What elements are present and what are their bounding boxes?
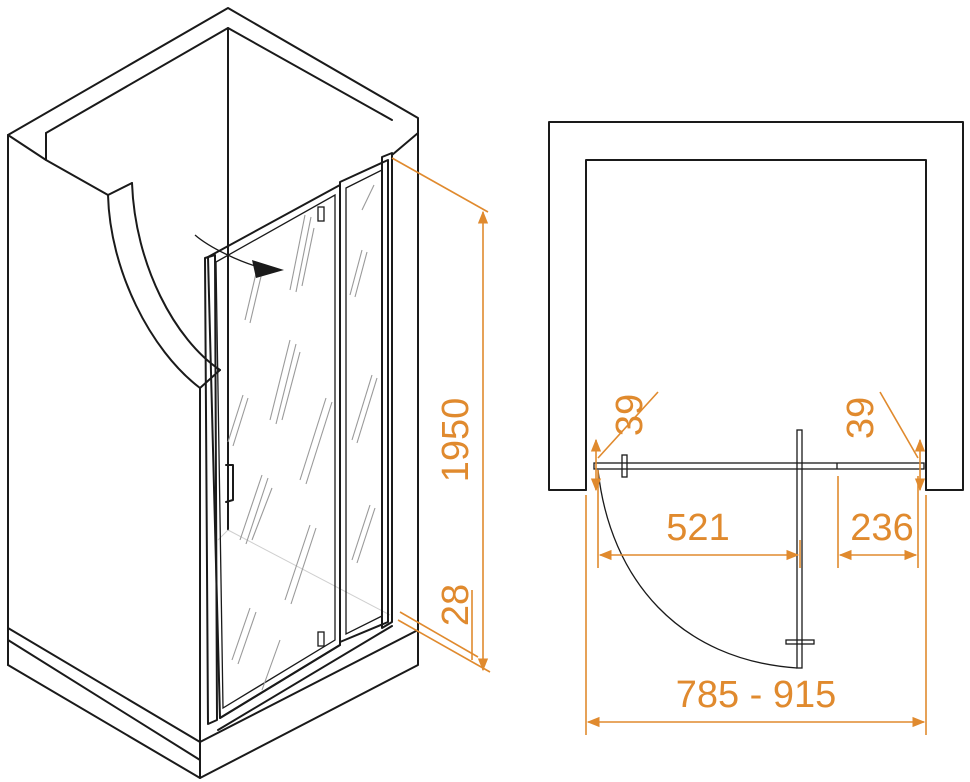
dim-fixed-panel	[837, 476, 919, 568]
base-left-bottom	[7, 664, 201, 779]
door-handle	[225, 464, 234, 503]
left-wall-face	[7, 134, 201, 761]
fixed-panel-label: 236	[850, 507, 913, 549]
dim-height	[391, 157, 491, 673]
dim-door-width	[597, 470, 801, 568]
plan-walls-outer	[548, 121, 964, 491]
left-profile	[204, 254, 218, 725]
opened-door	[796, 429, 803, 669]
left-wall-ledge	[45, 159, 109, 196]
base-bottom	[199, 629, 419, 779]
hinge-top	[317, 206, 325, 222]
door-inner	[215, 193, 336, 710]
dim-gap-right	[879, 391, 926, 492]
wall-cutaway-outer	[107, 194, 201, 389]
door-width-label: 521	[666, 507, 729, 549]
wall-top-inner	[45, 27, 393, 134]
wall-cutaway-inner	[131, 182, 221, 371]
wall-top-outline	[7, 7, 419, 156]
plan-handle	[621, 454, 628, 478]
fixed-panel-inner	[345, 168, 383, 636]
cutaway-top	[107, 182, 133, 196]
opened-door-handle	[785, 639, 815, 645]
base-plinth	[7, 627, 419, 743]
door-swing-arc	[597, 469, 798, 669]
floor-line-2	[217, 529, 229, 541]
left-wall-top-edge	[7, 132, 47, 161]
cutaway-bottom	[199, 369, 221, 389]
door-rail	[593, 462, 925, 470]
right-gap-label: 39	[840, 397, 882, 439]
plan-view: 39 39 521 236 785 - 915	[548, 121, 964, 735]
isometric-view: 1950 28	[7, 7, 491, 779]
floor-line	[227, 529, 391, 616]
bottom-track	[217, 625, 393, 731]
height-label: 1950	[435, 398, 477, 483]
dim-gap-left	[590, 391, 659, 492]
door-bottom	[219, 644, 341, 719]
plan-walls-inner	[585, 159, 927, 491]
glass-hatching	[227, 184, 378, 691]
total-width-label: 785 - 915	[676, 674, 837, 716]
base-label: 28	[435, 584, 477, 626]
dim-total-width	[585, 495, 927, 735]
swing-arrow-icon	[252, 260, 284, 278]
hinge-bottom	[317, 631, 325, 647]
left-gap-label: 39	[609, 394, 651, 436]
